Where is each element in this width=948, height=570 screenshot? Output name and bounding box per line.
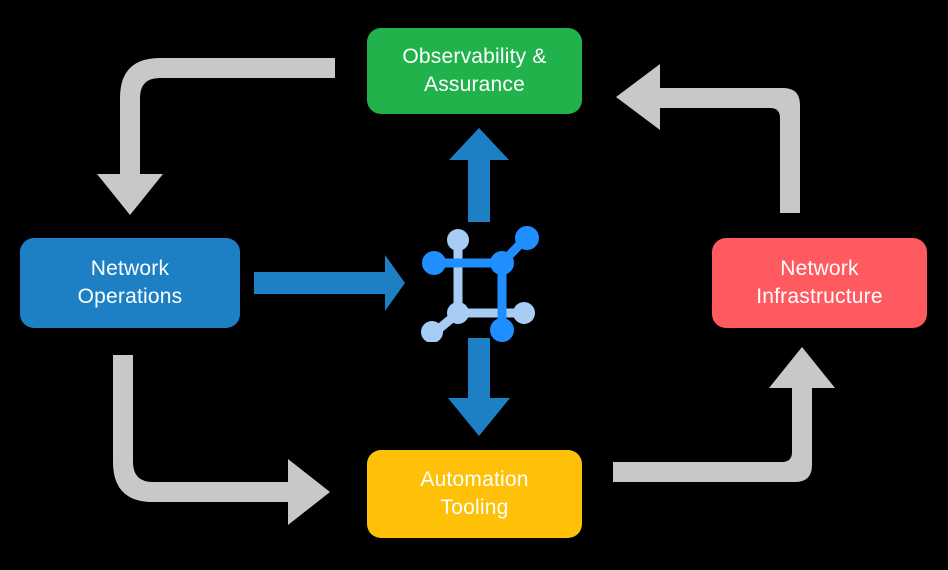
network-node xyxy=(513,302,535,324)
network-node xyxy=(490,318,514,342)
arrow-network-operations-to-automation xyxy=(113,355,330,525)
network-node xyxy=(447,229,469,251)
network-node xyxy=(447,302,469,324)
arrow-observability-to-network-operations xyxy=(97,58,335,215)
network-node xyxy=(515,226,539,250)
arrow-automation-to-network-infrastructure xyxy=(613,347,835,482)
arrow-core-to-observability xyxy=(449,128,509,222)
arrow-network-infrastructure-to-observability xyxy=(616,64,800,213)
node-observability-assurance[interactable]: Observability & Assurance xyxy=(367,28,582,114)
network-node xyxy=(422,251,446,275)
arrow-core-to-automation xyxy=(448,338,510,436)
node-automation-tooling[interactable]: Automation Tooling xyxy=(367,450,582,538)
node-network-infrastructure[interactable]: Network Infrastructure xyxy=(712,238,927,328)
network-node xyxy=(421,321,443,342)
network-topology-icon xyxy=(421,226,539,342)
node-network-operations[interactable]: Network Operations xyxy=(20,238,240,328)
network-node xyxy=(490,251,514,275)
arrow-network-operations-to-core xyxy=(254,255,405,311)
